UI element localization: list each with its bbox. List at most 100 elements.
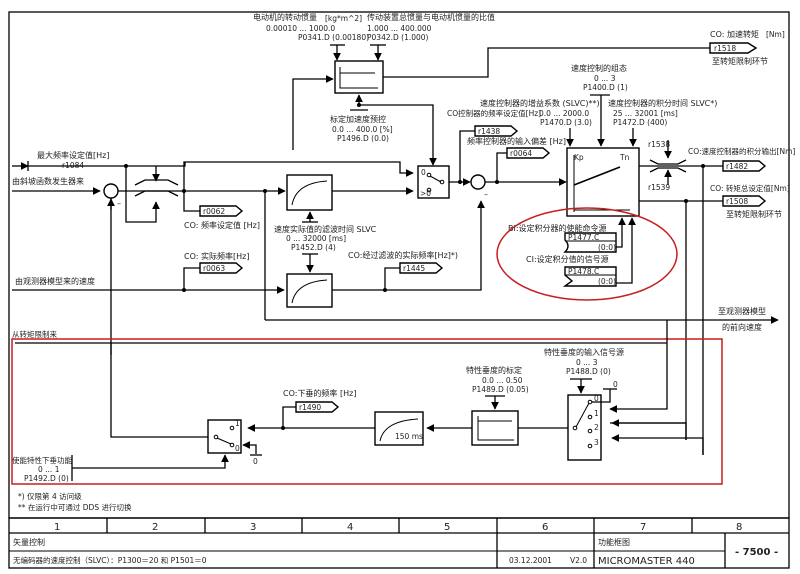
droop-scale-range: 0.0 ... 0.50	[482, 376, 523, 385]
droop-filter-block: 150 ms	[374, 411, 424, 446]
from-torque-limit-label: 从转矩限制来	[12, 329, 57, 339]
footer-diagram-type: 功能框图	[598, 537, 630, 547]
max-freq-label: 最大频率设定值[Hz]	[37, 150, 109, 160]
accel-torque-unit: [Nm]	[766, 30, 785, 39]
svg-text:>0: >0	[420, 189, 431, 198]
accel-precontrol-range: 0.0 ... 400.0 [%]	[332, 125, 393, 134]
summing-junction-1	[103, 183, 119, 199]
svg-text:r0064: r0064	[510, 149, 532, 158]
freq-setpoint-label: CO: 频率设定值 [Hz]	[184, 220, 260, 230]
svg-text:r1490: r1490	[299, 403, 321, 412]
footer-version: V2.0	[570, 556, 587, 565]
torque-limit-dest: 至转矩限制环节	[726, 209, 782, 219]
droop-scale-label: 特性垂度的标定	[466, 365, 522, 375]
config-range: 0 ... 3	[594, 74, 616, 83]
integrator-highlight-ellipse	[496, 207, 678, 301]
actual-speed-filter-block	[286, 273, 333, 308]
svg-text:(0:0): (0:0)	[598, 243, 616, 252]
integrator-enable-label: BI:设定积分器的使能命令源	[508, 223, 607, 233]
column-4: 4	[347, 522, 353, 533]
droop-source-switch: 0 1 2 3	[567, 394, 602, 461]
title-block	[8, 517, 790, 569]
svg-text:1: 1	[235, 419, 240, 428]
actual-freq-label: CO: 实际频率[Hz]	[184, 251, 249, 261]
lower-limit-connector: r1539	[648, 183, 670, 192]
tn-label: 速度控制器的积分时间 SLVC*)	[608, 98, 717, 108]
droop-scale-param: P1489.D (0.05)	[472, 385, 529, 394]
connector-r1518: r1518	[709, 42, 758, 54]
svg-text:1: 1	[594, 409, 599, 418]
inertia-ratio-range: 1.000 ... 400.000	[367, 24, 432, 33]
droop-src-range: 0 ... 3	[576, 358, 598, 367]
observer-speed-label: 由观测器模型来的速度	[15, 276, 95, 286]
note-1: *) 仅限第 4 访问级	[18, 491, 82, 501]
connector-r0062: r0062	[199, 205, 244, 217]
footer-description: 无编码器的速度控制（SLVC）：P1300＝20 和 P1501＝0	[13, 555, 207, 565]
accel-precontrol-param: P1496.D (0.0)	[337, 134, 389, 143]
svg-text:P1477.C: P1477.C	[568, 233, 599, 242]
tn-symbol: Tn	[619, 153, 630, 162]
config-label: 速度控制的组态	[571, 63, 627, 73]
precontrol-switch: 0 >0	[417, 165, 450, 199]
connector-r0064: r0064	[506, 147, 551, 159]
svg-text:r1518: r1518	[714, 44, 736, 53]
filter-time-label: 速度实际值的滤波时间 SLVC	[274, 224, 377, 234]
droop-enable-param: P1492.D (0)	[24, 474, 69, 483]
upper-limit-connector: r1538	[648, 140, 670, 149]
connector-r0063: r0063	[199, 262, 244, 274]
connector-r1508: r1508	[722, 195, 767, 207]
svg-text:(0:0): (0:0)	[598, 277, 616, 286]
svg-text:r1445: r1445	[403, 264, 425, 273]
svg-text:r1482: r1482	[726, 162, 748, 171]
svg-text:0: 0	[235, 444, 240, 453]
column-3: 3	[250, 522, 256, 533]
svg-text:r0062: r0062	[203, 207, 225, 216]
svg-text:P1478.C: P1478.C	[568, 267, 599, 276]
droop-src-label: 特性垂度的输入信号源	[544, 347, 624, 357]
droop-src-param: P1488.D (0)	[566, 367, 611, 376]
droop-enable-label: 使能特性下垂功能	[12, 455, 72, 465]
svg-text:2: 2	[594, 423, 599, 432]
svg-text:r1438: r1438	[478, 127, 500, 136]
svg-text:–: –	[117, 199, 121, 208]
column-8: 8	[736, 522, 742, 533]
param-p1477: P1477.C (0:0)	[563, 232, 617, 253]
droop-freq-label: CO:下垂的频率 [Hz]	[283, 388, 356, 398]
accel-torque-label: CO: 加速转矩	[710, 29, 759, 39]
column-5: 5	[444, 522, 450, 533]
observer-out-line1: 至观测器模型	[718, 306, 766, 316]
footer-section: 矢量控制	[13, 537, 45, 547]
filter-time-param: P1452.D (4)	[291, 243, 336, 252]
integral-output-label: CO:速度控制器的积分输出[Nm]	[688, 146, 795, 156]
tn-range: 25 ... 32001 [ms]	[613, 109, 678, 118]
pi-controller-block: Kp Tn	[566, 147, 640, 217]
droop-filter-time: 150 ms	[395, 432, 423, 441]
svg-text:0: 0	[594, 394, 599, 403]
droop-enable-range: 0 ... 1	[38, 465, 60, 474]
kp-label: Kp	[574, 153, 584, 162]
config-param: P1400.D (1)	[583, 83, 628, 92]
footer-product: MICROMASTER 440	[598, 556, 695, 567]
param-p1478: P1478.C (0:0)	[562, 266, 617, 287]
filter-time-range: 0 ... 32000 [ms]	[286, 234, 346, 243]
summing-junction-2	[470, 174, 486, 190]
connector-r1482: r1482	[722, 160, 767, 172]
accel-precontrol-label: 标定加速度预控	[330, 114, 386, 124]
integrator-value-label: CI:设定积分值的信号源	[526, 254, 609, 264]
motor-inertia-range: 0.00010 ... 1000.0	[266, 24, 335, 33]
svg-text:r1508: r1508	[726, 197, 748, 206]
frequency-limiter	[134, 179, 179, 197]
svg-text:0: 0	[421, 168, 426, 177]
tn-param: P1472.D (400)	[613, 118, 667, 127]
droop-ground-label: 0	[613, 380, 618, 389]
err-label: 频率控制器的输入偏差 [Hz]	[467, 136, 566, 146]
footer-date: 03.12.2001	[509, 556, 552, 565]
svg-text:–: –	[484, 190, 488, 199]
ramp-generator-label: 由斜坡函数发生器来	[12, 176, 84, 186]
connector-r1490: r1490	[295, 401, 340, 413]
svg-text:3: 3	[594, 438, 599, 447]
inertia-ratio-param: P0342.D (1.000)	[367, 33, 429, 42]
droop-ground-0: 0	[253, 457, 258, 466]
column-2: 2	[152, 522, 158, 533]
